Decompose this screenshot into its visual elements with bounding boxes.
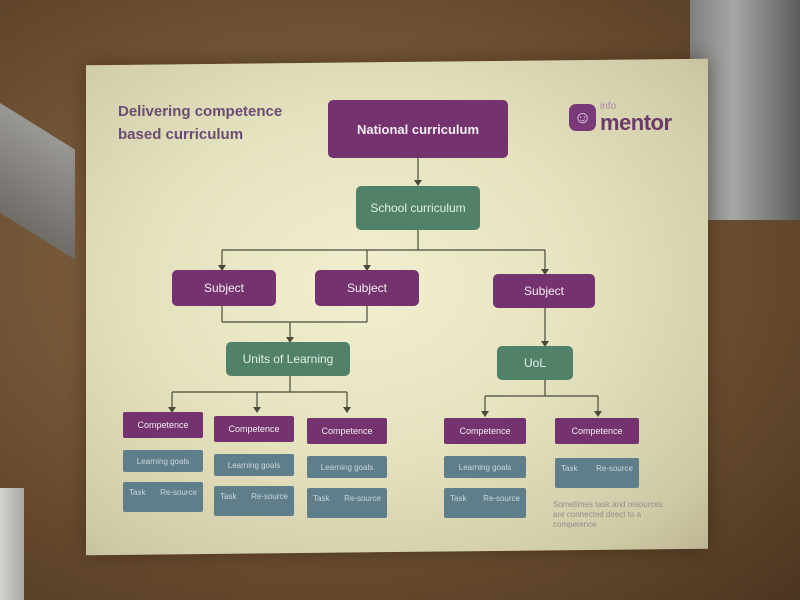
task-label: Task	[220, 492, 237, 501]
slide-title-line-1: Delivering competence	[118, 103, 283, 120]
logo-mentor-text: mentor	[600, 110, 672, 135]
learning-goals-box-4: Learning goals	[444, 456, 526, 478]
subject-box-2: Subject	[315, 270, 419, 306]
learning-goals-box-2: Learning goals	[214, 454, 294, 476]
task-resource-box-5: Task Re-source	[555, 458, 639, 488]
resource-label: Re-source	[596, 464, 633, 473]
national-curriculum-box: National curriculum	[328, 100, 508, 158]
uol-box: UoL	[497, 346, 573, 380]
resource-label: Re-source	[483, 494, 520, 503]
resource-label: Re-source	[251, 492, 288, 501]
slide-title-line-2: based curriculum	[118, 126, 244, 143]
competence-box-4: Competence	[444, 418, 526, 444]
task-resource-box-2: Task Re-source	[214, 486, 294, 516]
school-curriculum-box: School curriculum	[356, 186, 480, 230]
subject-box-3: Subject	[493, 274, 595, 308]
smiley-icon: ☺	[569, 104, 596, 131]
task-resource-box-3: Task Re-source	[307, 488, 387, 518]
slide-title: Delivering competence based curriculum	[118, 100, 328, 146]
wall-post	[0, 488, 24, 600]
task-label: Task	[129, 488, 146, 497]
competence-box-3: Competence	[307, 418, 387, 444]
units-of-learning-box: Units of Learning	[226, 342, 350, 376]
ceiling-beam-right	[690, 0, 800, 220]
resource-label: Re-source	[160, 488, 197, 497]
competence-box-2: Competence	[214, 416, 294, 442]
competence-box-1: Competence	[123, 412, 203, 438]
direct-connection-note: Sometimes task and resources are connect…	[553, 500, 663, 529]
infomentor-logo: ☺ info mentor	[569, 101, 679, 139]
competence-box-5: Competence	[555, 418, 639, 444]
task-resource-box-1: Task Re-source	[123, 482, 203, 512]
learning-goals-box-1: Learning goals	[123, 450, 203, 472]
task-label: Task	[450, 494, 467, 503]
task-label: Task	[561, 464, 578, 473]
task-resource-box-4: Task Re-source	[444, 488, 526, 518]
resource-label: Re-source	[344, 494, 381, 503]
task-label: Task	[313, 494, 330, 503]
logo-info-text: info	[600, 101, 617, 112]
subject-box-1: Subject	[172, 270, 276, 306]
learning-goals-box-3: Learning goals	[307, 456, 387, 478]
